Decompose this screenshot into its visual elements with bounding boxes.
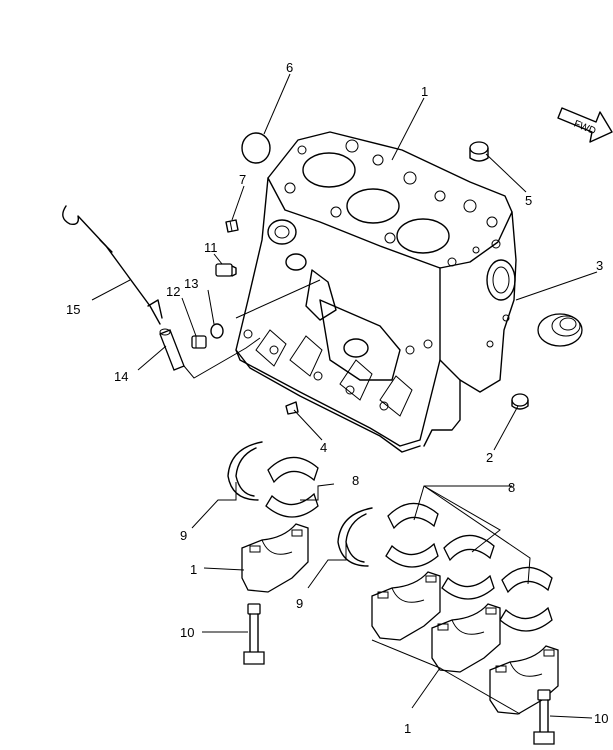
callout-4: 4 — [320, 440, 327, 455]
callout-9-lower: 9 — [296, 596, 303, 611]
part-2-plug — [511, 393, 529, 410]
part-6-oring — [241, 132, 271, 164]
bearing-right-3 — [499, 566, 553, 632]
part-5-plug — [469, 141, 489, 162]
bolt-left — [243, 603, 265, 665]
part-7-plug — [225, 219, 239, 233]
bearing-cap-left — [241, 523, 309, 593]
callout-1-block: 1 — [421, 84, 428, 99]
bearing-right-1 — [385, 502, 439, 568]
callout-11: 11 — [204, 240, 218, 255]
callout-8-right: 8 — [508, 480, 515, 495]
bearing-right-2 — [441, 534, 495, 600]
bearing-cap-1 — [371, 571, 441, 641]
callout-13: 13 — [184, 276, 198, 291]
callout-2: 2 — [486, 450, 493, 465]
thrust-washer-lower — [337, 507, 373, 567]
bearing-left — [265, 456, 319, 518]
part-4-plug — [285, 401, 299, 415]
part-11-plug — [215, 263, 237, 277]
part-3-seal — [537, 313, 583, 347]
part-12-plug — [191, 335, 207, 349]
bearing-cap-2 — [431, 603, 501, 673]
callout-1-cap-bottom: 1 — [404, 721, 411, 736]
cylinder-block — [235, 131, 517, 453]
callout-1-cap-left: 1 — [190, 562, 197, 577]
part-15-dipstick — [62, 205, 163, 325]
callout-14: 14 — [114, 369, 128, 384]
callout-10-left: 10 — [180, 625, 194, 640]
callout-15: 15 — [66, 302, 80, 317]
bolt-right — [533, 689, 555, 745]
leader-lines — [91, 73, 598, 719]
callout-9-upper: 9 — [180, 528, 187, 543]
callout-12: 12 — [166, 284, 180, 299]
part-14-guide — [159, 328, 185, 371]
callout-7: 7 — [239, 172, 246, 187]
callout-8-left: 8 — [352, 473, 359, 488]
part-13-washer — [210, 323, 224, 339]
callout-5: 5 — [525, 193, 532, 208]
callout-3: 3 — [596, 258, 603, 273]
callout-10-right: 10 — [594, 711, 608, 726]
callout-labels: 6 1 5 7 3 11 13 12 15 14 4 2 8 8 9 9 1 1… — [66, 60, 608, 736]
fwd-arrow: FWD — [557, 107, 613, 143]
callout-6: 6 — [286, 60, 293, 75]
thrust-washer-upper — [227, 441, 263, 501]
